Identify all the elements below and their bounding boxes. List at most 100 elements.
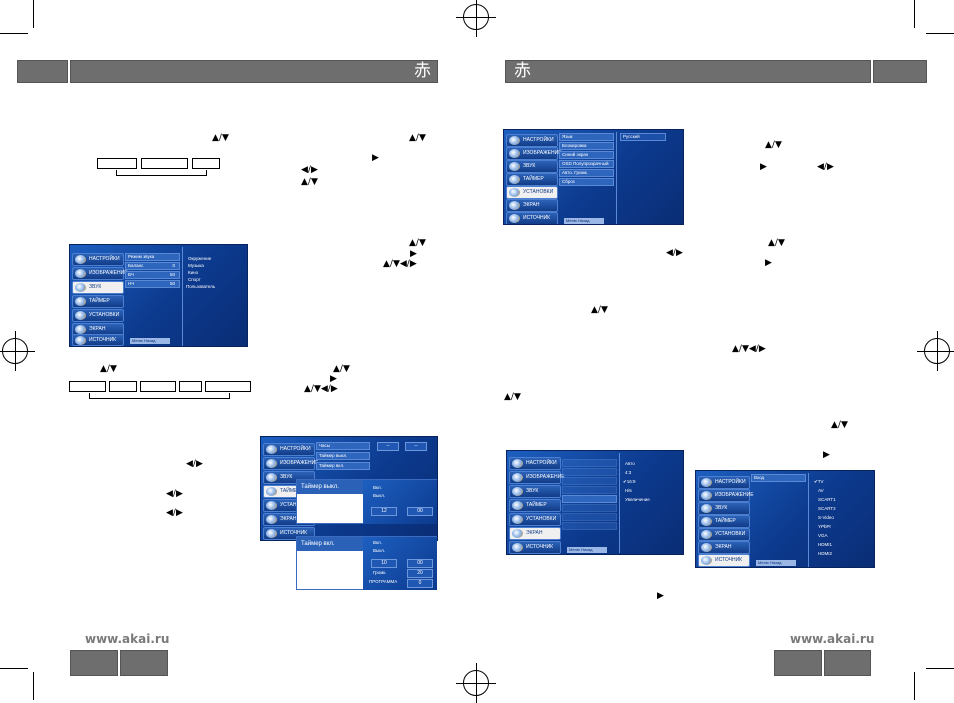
dialog-title: Таймер выкл. bbox=[297, 480, 363, 494]
arrow-updown: ▲/▼ bbox=[301, 177, 318, 187]
menu-row: Авто. Громк. bbox=[559, 169, 614, 177]
footer-block bbox=[774, 650, 822, 676]
source-option: SCART1 bbox=[818, 497, 836, 502]
sound-option: Окружение bbox=[188, 256, 212, 261]
screen-option: Увеличение bbox=[625, 497, 650, 502]
side-item: НАСТРОЙКИ bbox=[263, 443, 315, 456]
clock-box: -- bbox=[405, 442, 427, 451]
flow-loop bbox=[116, 170, 207, 176]
side-item: ЗВУК bbox=[506, 160, 558, 173]
side-item-active: ЭКРАН bbox=[509, 527, 561, 540]
menu-bottom-bar: Меню Назад bbox=[756, 560, 796, 566]
screen-option: Авто bbox=[625, 461, 635, 466]
arrow-updown: ▲/▼ bbox=[409, 238, 426, 248]
side-item: ИЗОБРАЖЕНИЕ bbox=[509, 471, 565, 484]
footer-block bbox=[70, 650, 118, 676]
side-item: УСТАНОВКИ bbox=[72, 309, 124, 322]
logo-glyph-left: 赤 bbox=[414, 61, 431, 81]
arrow-updown-leftright: ▲/▼◀/▶ bbox=[732, 344, 766, 354]
menu-bottom-bar: Меню Назад bbox=[130, 338, 170, 344]
crop-mark bbox=[0, 33, 28, 34]
flow-box bbox=[205, 381, 251, 392]
logo-glyph-right: 赤 bbox=[514, 61, 531, 81]
arrow-right: ▶ bbox=[760, 162, 767, 172]
screen-option: Hi5 bbox=[625, 488, 632, 493]
arrow-updown-leftright: ▲/▼◀/▶ bbox=[383, 259, 417, 269]
menu-row: Таймер выкл. bbox=[316, 452, 370, 460]
url-right: www.akai.ru bbox=[790, 632, 875, 646]
arrow-leftright: ◀/▶ bbox=[301, 165, 318, 175]
option-on: Вкл. bbox=[373, 485, 382, 490]
menu-bottom-bar: Меню Назад bbox=[567, 547, 607, 553]
header-bar-right: 赤 bbox=[505, 60, 871, 83]
sound-menu-screenshot: НАСТРОЙКИ ИЗОБРАЖЕНИЕ ЗВУК ТАЙМЕР УСТАНО… bbox=[69, 244, 248, 347]
option-off: Выкл. bbox=[373, 548, 386, 553]
hour-box: 10 bbox=[371, 559, 397, 568]
source-option-selected: ✔TV bbox=[814, 479, 824, 484]
off-timer-dialog: Таймер выкл. Вкл. Выкл. 12 00 bbox=[296, 479, 437, 524]
side-item: ТАЙМЕР bbox=[506, 173, 558, 186]
side-item: УСТАНОВКИ bbox=[698, 528, 750, 541]
crop-mark bbox=[33, 0, 34, 28]
crop-mark bbox=[914, 0, 915, 28]
flow-box bbox=[97, 158, 137, 169]
arrow-updown: ▲/▼ bbox=[212, 133, 229, 143]
program-box: 0 bbox=[407, 579, 433, 588]
footer-block bbox=[120, 650, 168, 676]
side-item: НАСТРОЙКИ bbox=[506, 134, 558, 147]
sound-option: Кино bbox=[188, 270, 199, 275]
arrow-updown: ▲/▼ bbox=[765, 140, 782, 150]
menu-row: Часы bbox=[316, 442, 370, 450]
source-option: SCART2 bbox=[818, 506, 836, 511]
flow-box bbox=[140, 381, 176, 392]
side-item: УСТАНОВКИ bbox=[509, 513, 561, 526]
side-item: ЭКРАН bbox=[698, 541, 750, 554]
menu-row: Режим звука bbox=[125, 253, 180, 261]
arrow-leftright: ◀/▶ bbox=[817, 162, 834, 172]
side-item: ИЗОБРАЖЕНИЕ bbox=[698, 489, 754, 502]
option-off: Выкл. bbox=[373, 493, 386, 498]
side-item: ЗВУК bbox=[698, 502, 750, 515]
menu-row: Таймер вкл. bbox=[316, 462, 370, 470]
arrow-right: ▶ bbox=[372, 153, 379, 163]
clock-box: -- bbox=[377, 442, 399, 451]
registration-mark bbox=[917, 331, 954, 371]
source-option: HDMI2 bbox=[818, 551, 833, 556]
arrow-updown: ▲/▼ bbox=[504, 392, 521, 402]
dialog-title: Таймер вкл. bbox=[297, 537, 363, 551]
side-item: ИЗОБРАЖЕНИЕ bbox=[263, 457, 319, 470]
source-menu-screenshot: НАСТРОЙКИ ИЗОБРАЖЕНИЕ ЗВУК ТАЙМЕР УСТАНО… bbox=[695, 470, 875, 568]
menu-row-active bbox=[562, 495, 617, 503]
language-value: Русский bbox=[620, 133, 666, 141]
registration-mark bbox=[0, 331, 35, 371]
side-item: ТАЙМЕР bbox=[698, 515, 750, 528]
hour-box: 12 bbox=[371, 507, 397, 516]
on-timer-dialog: Таймер вкл. Вкл. Выкл. 10 00 Громк. 20 П… bbox=[296, 536, 437, 590]
source-option: VGA bbox=[818, 533, 828, 538]
crop-mark bbox=[926, 33, 954, 34]
arrow-updown: ▲/▼ bbox=[591, 305, 608, 315]
side-item: НАСТРОЙКИ bbox=[72, 253, 124, 266]
side-item-active: ЗВУК bbox=[72, 281, 124, 294]
flow-box bbox=[69, 381, 106, 392]
arrow-leftright: ◀/▶ bbox=[666, 248, 683, 258]
arrow-leftright: ◀/▶ bbox=[186, 459, 203, 469]
arrow-right: ▶ bbox=[657, 591, 664, 601]
arrow-leftright: ◀/▶ bbox=[166, 489, 183, 499]
arrow-updown: ▲/▼ bbox=[100, 364, 117, 374]
flow-box bbox=[179, 381, 202, 392]
volume-label: Громк. bbox=[373, 570, 387, 575]
option-on: Вкл. bbox=[373, 540, 382, 545]
menu-row: Язык bbox=[559, 133, 614, 141]
url-left: www.akai.ru bbox=[85, 632, 170, 646]
menu-row: Вход bbox=[751, 474, 806, 482]
arrow-leftright: ◀/▶ bbox=[166, 508, 183, 518]
header-bar-left: 赤 bbox=[70, 60, 438, 83]
side-item: ЗВУК bbox=[509, 485, 561, 498]
source-option: YPbPr bbox=[818, 524, 832, 529]
side-item: ИСТОЧНИК bbox=[72, 334, 124, 346]
side-item: НАСТРОЙКИ bbox=[698, 476, 750, 489]
crop-mark bbox=[914, 672, 915, 700]
